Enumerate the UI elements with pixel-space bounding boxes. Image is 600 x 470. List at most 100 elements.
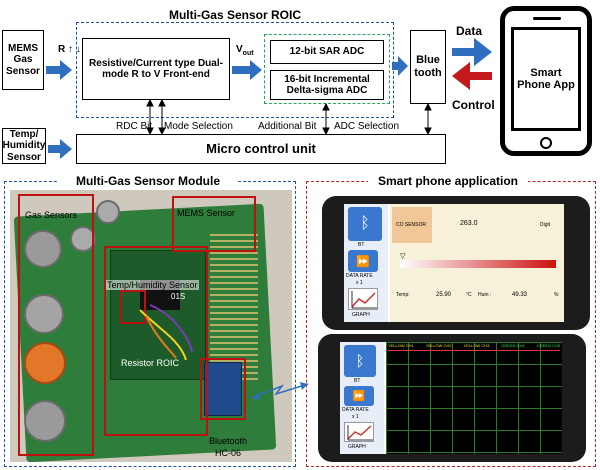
module-photo: Gas Sensors MEMS Sensor Temp/Humidity Se… — [10, 190, 292, 462]
legend-ch5: GREEN CH5 — [536, 343, 560, 348]
bt-button[interactable]: ᛒ — [348, 207, 382, 241]
phone-screen: Smart Phone App — [511, 27, 581, 131]
bt-label: BT — [354, 378, 361, 384]
adc-boundary — [264, 34, 390, 104]
mcu-highlight — [104, 246, 208, 436]
mcu-board — [110, 250, 206, 380]
rate-value: x 1 — [352, 414, 359, 420]
arrow-temp-to-mcu — [48, 139, 72, 159]
co-value: 263.0 — [460, 220, 478, 227]
data-rate-label: DATA RATE — [342, 407, 369, 413]
resistor-roic-label: Resistor ROIC — [121, 358, 180, 368]
app-title: Smart phone application — [368, 174, 528, 188]
gas-sensor-can — [24, 400, 66, 442]
line-chart-icon — [351, 291, 377, 309]
legend-ch4: GREEN CH4 — [501, 343, 525, 348]
temp-humidity-label: Temp/Humidity Sensor — [106, 280, 199, 290]
header-pins — [210, 230, 258, 380]
co-sensor-cell — [392, 207, 432, 243]
vout-label: Vout — [236, 44, 254, 57]
mode-selection-label: Mode Selection — [164, 121, 233, 132]
bluetooth-block: Blue tooth — [410, 30, 446, 104]
gas-sensor-can — [96, 200, 120, 224]
frontend-label: Resistive/Current type Dual-mode R to V … — [89, 57, 223, 81]
hum-unit: % — [554, 292, 559, 298]
data-rate-button[interactable]: ⏩ — [344, 386, 374, 406]
fast-forward-icon: ⏩ — [352, 390, 366, 402]
r-signal-label: R ↑ ↓ — [58, 44, 81, 55]
graph-label: GRAPH — [352, 312, 370, 318]
phone-speaker — [533, 17, 561, 20]
up-down-arrow-icon: ↑ ↓ — [65, 44, 81, 55]
bluetooth-model-label: HC-06 — [215, 448, 242, 458]
fast-forward-icon: ⏩ — [356, 255, 370, 268]
bluetooth-icon: ᛒ — [355, 352, 365, 370]
gas-sensor-can — [70, 226, 96, 252]
mems-sensor-highlight — [172, 196, 256, 252]
bt-module — [204, 362, 242, 416]
legend-ch2: YELLOW CH2 — [425, 343, 452, 348]
mcu-block: Micro control unit — [76, 134, 446, 164]
frontend-block: Resistive/Current type Dual-mode R to V … — [82, 38, 230, 100]
data-rate-button[interactable]: ⏩ — [348, 250, 378, 272]
module-title: Multi-Gas Sensor Module — [58, 174, 238, 188]
graph-label: GRAPH — [348, 444, 366, 450]
bluetooth-highlight — [200, 358, 246, 420]
arrow-data-to-phone — [452, 38, 492, 66]
bluetooth-block-label: Blue tooth — [414, 54, 442, 79]
graph-button[interactable] — [344, 422, 374, 442]
gradient-level-bar — [400, 260, 556, 268]
delta-sigma-adc-label: 16-bit Incremental Delta-sigma ADC — [284, 73, 370, 97]
status-screen: ᛒ BT ⏩ DATA RATE x 1 GRAPH CO SENSOR 263… — [344, 204, 564, 322]
temp-sensor-highlight — [120, 290, 146, 324]
temp-label: Temp: — [396, 292, 410, 298]
phone-status: ᛒ BT ⏩ DATA RATE x 1 GRAPH CO SENSOR 263… — [322, 196, 590, 330]
gas-sensors-highlight — [18, 194, 94, 456]
gas-sensor-orange — [24, 342, 66, 384]
bt-button[interactable]: ᛒ — [344, 345, 376, 377]
mems-sensor-label: MEMS Sensor — [177, 208, 236, 218]
graph-trace — [388, 350, 560, 351]
bluetooth-module-label: Bluetooth — [209, 436, 248, 446]
sar-adc-label: 12-bit SAR ADC — [289, 46, 365, 58]
control-label: Control — [452, 98, 495, 112]
arrow-control-from-phone — [452, 62, 492, 90]
hum-label: Hum : — [478, 292, 492, 298]
graph-button[interactable] — [348, 288, 378, 310]
sar-adc-block: 12-bit SAR ADC — [270, 40, 384, 64]
jumper-wires — [139, 304, 193, 361]
roic-title: Multi-Gas Sensor ROIC — [150, 8, 320, 22]
rate-value: x 1 — [356, 280, 363, 286]
mcu-label: Micro control unit — [206, 140, 316, 156]
delta-sigma-adc-block: 16-bit Incremental Delta-sigma ADC — [270, 70, 384, 100]
temp-humidity-sensor-label: Temp/ Humidity Sensor — [2, 128, 46, 163]
data-label: Data — [456, 24, 483, 38]
mems-gas-sensor-label: MEMS Gas Sensor — [6, 42, 40, 77]
data-rate-label: DATA RATE — [346, 273, 373, 279]
line-chart-icon — [347, 425, 373, 441]
gas-sensor-can — [24, 230, 62, 268]
gas-sensors-label: Gas Sensors — [25, 210, 78, 220]
phone-home-button — [540, 137, 552, 149]
mems-gas-sensor-block: MEMS Gas Sensor — [2, 30, 44, 90]
additional-bit-label: Additional Bit — [258, 121, 317, 132]
gas-sensor-can — [24, 294, 64, 334]
co-sensor-label: CO SENSOR — [396, 222, 427, 228]
legend-ch1: YELLOW CH1 — [388, 343, 414, 348]
bt-label: BT — [358, 242, 365, 248]
smartphone-app-label: Smart Phone App — [517, 67, 575, 91]
arrow-sensor-to-frontend — [46, 60, 72, 80]
temp-value: 25.90 — [436, 292, 452, 298]
graph-screen: ᛒ BT ⏩ DATA RATE x 1 GRAPH YELLOW CH1 YE… — [340, 342, 562, 454]
rdc-bit-label: RDC Bit — [116, 121, 153, 132]
arrow-frontend-to-adc — [232, 60, 262, 80]
adc-selection-label: ADC Selection — [334, 121, 400, 132]
smartphone-outline: Smart Phone App — [500, 6, 592, 156]
co-unit: Digit — [540, 222, 551, 228]
hum-value: 49.33 — [512, 292, 528, 298]
graph-legend: YELLOW CH1 YELLOW CH2 YELLOW CH3 GREEN C… — [388, 343, 560, 348]
bluetooth-icon: ᛒ — [360, 215, 370, 232]
level-marker-icon: ▽ — [400, 253, 406, 260]
phone-graph: ᛒ BT ⏩ DATA RATE x 1 GRAPH YELLOW CH1 YE… — [318, 334, 586, 462]
